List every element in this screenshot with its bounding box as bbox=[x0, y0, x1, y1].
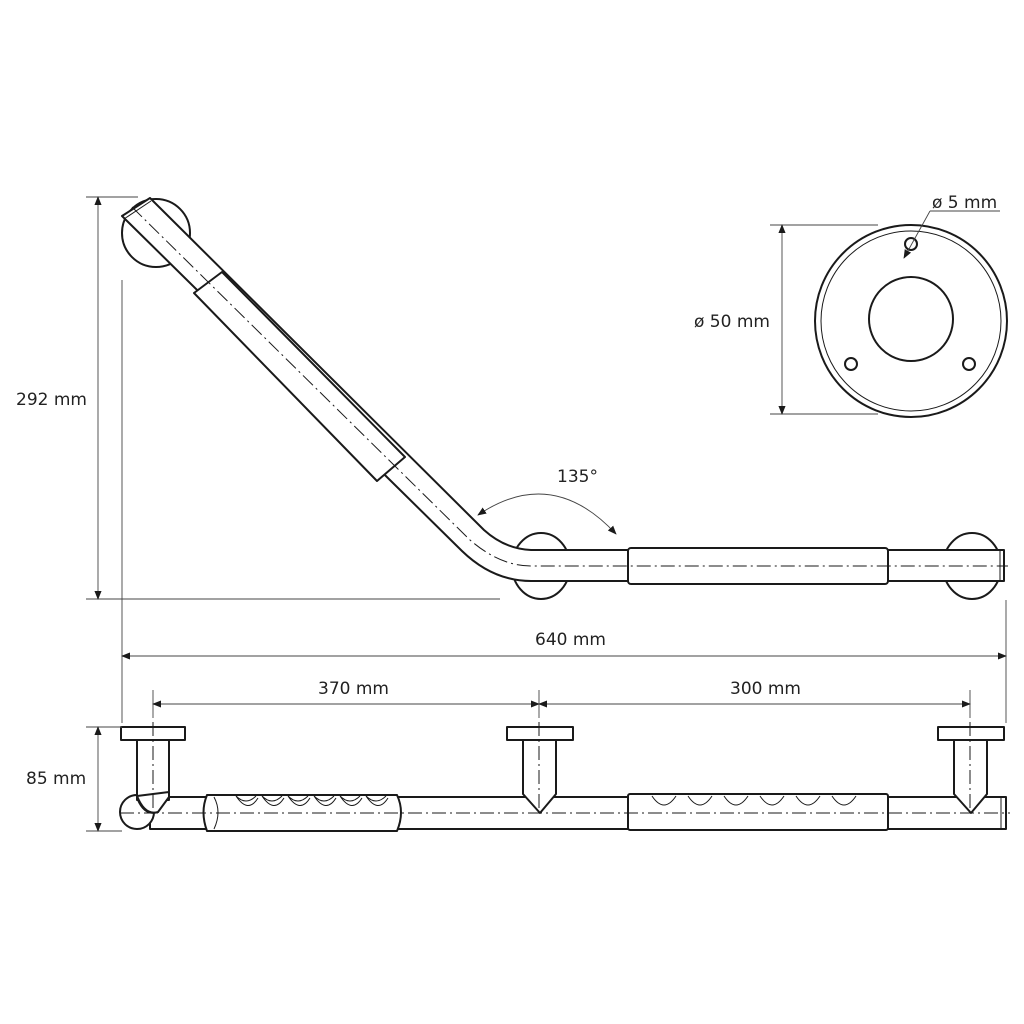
grip-sleeve-side-right bbox=[627, 793, 889, 831]
spacing-right-label: 300 mm bbox=[730, 679, 801, 699]
hole-diameter-label: ø 5 mm bbox=[932, 193, 997, 213]
side-view bbox=[119, 722, 1010, 832]
screw-hole-right bbox=[962, 357, 976, 371]
depth-label: 85 mm bbox=[26, 769, 86, 789]
top-view: 135° bbox=[121, 197, 1008, 600]
grip-sleeve-angled bbox=[193, 271, 406, 482]
angle-arc bbox=[477, 493, 617, 535]
dimension-width: 640 mm bbox=[121, 600, 1007, 723]
height-label: 292 mm bbox=[16, 390, 87, 410]
screw-hole-left bbox=[844, 357, 858, 371]
tube-centerline bbox=[131, 206, 1008, 567]
flange-side-middle bbox=[506, 726, 574, 741]
flange-diameter-label: ø 50 mm bbox=[694, 312, 770, 332]
dimension-height: 292 mm bbox=[16, 196, 500, 723]
screw-hole-top bbox=[904, 237, 918, 251]
flange-side-right bbox=[937, 726, 1005, 741]
dimension-depth: 85 mm bbox=[26, 726, 122, 832]
width-label: 640 mm bbox=[535, 630, 606, 650]
spacing-left-label: 370 mm bbox=[318, 679, 389, 699]
spiral-grooves bbox=[235, 795, 389, 806]
flange-center-hole bbox=[868, 276, 954, 362]
dimension-spacing: 370 mm 300 mm bbox=[152, 679, 971, 718]
angle-label: 135° bbox=[557, 467, 598, 487]
grip-scallops bbox=[651, 795, 857, 806]
flange-detail: ø 5 mm ø 50 mm bbox=[694, 193, 1008, 418]
